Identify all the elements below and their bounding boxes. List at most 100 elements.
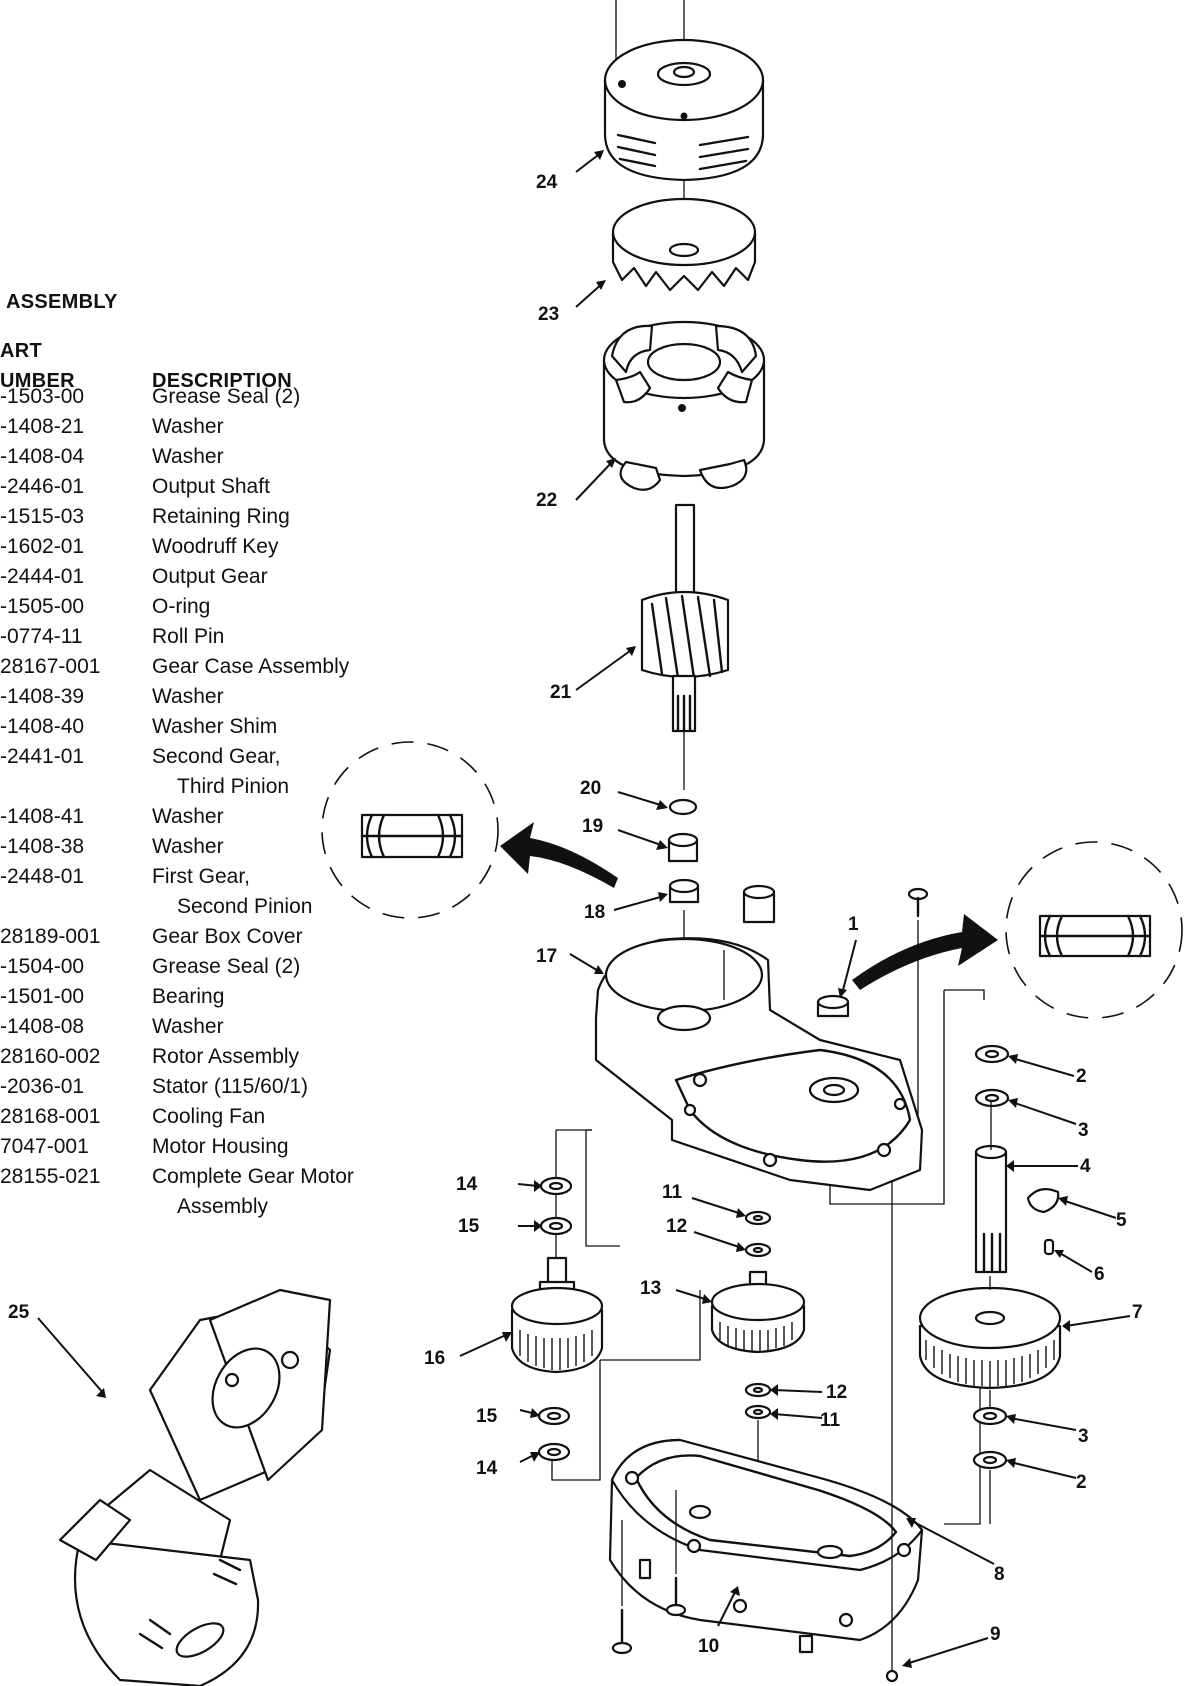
callout-4: 4 <box>1080 1156 1091 1177</box>
motor-housing <box>603 38 765 182</box>
grease-seal-18 <box>668 878 700 904</box>
complete-gear-motor <box>58 1288 332 1686</box>
callout-21: 21 <box>550 682 572 703</box>
woodruff-key <box>1043 1238 1055 1256</box>
part-number: -1408-39 <box>0 685 85 708</box>
part-number: -1515-03 <box>0 505 85 528</box>
callout-18: 18 <box>584 902 605 923</box>
part-description: Roll Pin <box>152 625 225 648</box>
callout-8: 8 <box>994 1564 1005 1585</box>
part-description: Retaining Ring <box>152 505 290 528</box>
callout-3: 3 <box>1078 1426 1089 1447</box>
part-number: -2036-01 <box>0 1075 85 1098</box>
part-number: -1408-40 <box>0 715 85 738</box>
part-number: -1504-00 <box>0 955 85 978</box>
callout-9: 9 <box>990 1624 1001 1645</box>
part-description: Gear Case Assembly <box>152 655 350 678</box>
part-description: Washer Shim <box>152 715 278 738</box>
part-number: -2446-01 <box>0 475 85 498</box>
screw-top <box>907 887 929 918</box>
callout-2: 2 <box>1076 1472 1087 1493</box>
callout-15: 15 <box>476 1406 498 1427</box>
part-description: Rotor Assembly <box>152 1045 300 1068</box>
part-number: 28155-021 <box>0 1165 101 1188</box>
stator <box>602 320 766 491</box>
callout-23: 23 <box>538 304 559 325</box>
part-description: O-ring <box>152 595 211 618</box>
part-description: Grease Seal (2) <box>152 955 301 978</box>
header-part: ART <box>0 340 43 362</box>
seal-detail-right <box>1038 914 1152 958</box>
gear-case <box>594 937 924 1192</box>
callout-22: 22 <box>536 490 557 511</box>
seal-detail-left <box>360 813 464 859</box>
part-description-continuation: Second Pinion <box>177 895 313 918</box>
part-number: 28168-001 <box>0 1105 101 1128</box>
callout-5: 5 <box>1116 1210 1127 1231</box>
part-description: Washer <box>152 445 224 468</box>
part-number: -1503-00 <box>0 385 85 408</box>
part-description: Second Gear, <box>152 745 281 768</box>
callout-13: 13 <box>640 1278 661 1299</box>
second-gear <box>710 1270 806 1354</box>
washers-middle-top <box>744 1210 772 1258</box>
part-description: Complete Gear Motor <box>152 1165 354 1188</box>
plug <box>742 884 776 924</box>
output-shaft <box>974 1144 1008 1274</box>
first-gear <box>510 1256 604 1374</box>
retaining-ring <box>1026 1187 1060 1214</box>
part-description: Washer <box>152 685 224 708</box>
part-number: -1408-41 <box>0 805 85 828</box>
part-number: -1408-04 <box>0 445 85 468</box>
washers-right-top <box>974 1044 1010 1108</box>
callout-11: 11 <box>662 1182 683 1203</box>
washers-right-bottom <box>972 1406 1008 1470</box>
callout-7: 7 <box>1132 1302 1143 1323</box>
part-description-continuation: Third Pinion <box>177 775 290 798</box>
part-description-continuation: Assembly <box>177 1195 269 1218</box>
part-number: -2448-01 <box>0 865 85 888</box>
part-number: -1501-00 <box>0 985 85 1008</box>
part-description: Washer <box>152 415 224 438</box>
part-number: -1408-21 <box>0 415 85 438</box>
callout-10: 10 <box>698 1636 719 1657</box>
bearing-19 <box>667 832 699 863</box>
callout-20: 20 <box>580 778 601 799</box>
part-description: Cooling Fan <box>152 1105 266 1128</box>
part-description: Bearing <box>152 985 225 1008</box>
part-number: -2441-01 <box>0 745 85 768</box>
part-description: Washer <box>152 805 224 828</box>
callout-11: 11 <box>820 1410 841 1431</box>
callout-12: 12 <box>826 1382 847 1403</box>
part-description: Gear Box Cover <box>152 925 303 948</box>
callout-6: 6 <box>1094 1264 1105 1285</box>
callout-25: 25 <box>8 1302 30 1323</box>
callout-14: 14 <box>456 1174 478 1195</box>
cooling-fan <box>611 197 757 292</box>
callout-14: 14 <box>476 1458 498 1479</box>
part-number: 28160-002 <box>0 1045 101 1068</box>
rotor-assembly <box>640 503 730 733</box>
part-number: 28189-001 <box>0 925 101 948</box>
part-description: Washer <box>152 835 224 858</box>
part-description: Output Shaft <box>152 475 270 498</box>
part-description: Stator (115/60/1) <box>152 1075 309 1098</box>
part-number: 28167-001 <box>0 655 101 678</box>
part-number: -1408-38 <box>0 835 85 858</box>
leader-lines <box>37 150 1131 1668</box>
gear-box-cover <box>608 1438 924 1654</box>
washers-left-top <box>539 1176 573 1236</box>
part-description: Woodruff Key <box>152 535 279 558</box>
part-number: -1408-08 <box>0 1015 85 1038</box>
part-number: -1505-00 <box>0 595 85 618</box>
header-number: UMBER <box>0 370 75 392</box>
part-description: Grease Seal (2) <box>152 385 301 408</box>
callout-1: 1 <box>848 914 859 935</box>
grease-seal-1 <box>816 994 850 1018</box>
callout-16: 16 <box>424 1348 445 1369</box>
washers-middle-bottom <box>744 1382 772 1420</box>
screws-bottom <box>611 1576 899 1683</box>
part-description: Motor Housing <box>152 1135 289 1158</box>
part-number: -1602-01 <box>0 535 85 558</box>
